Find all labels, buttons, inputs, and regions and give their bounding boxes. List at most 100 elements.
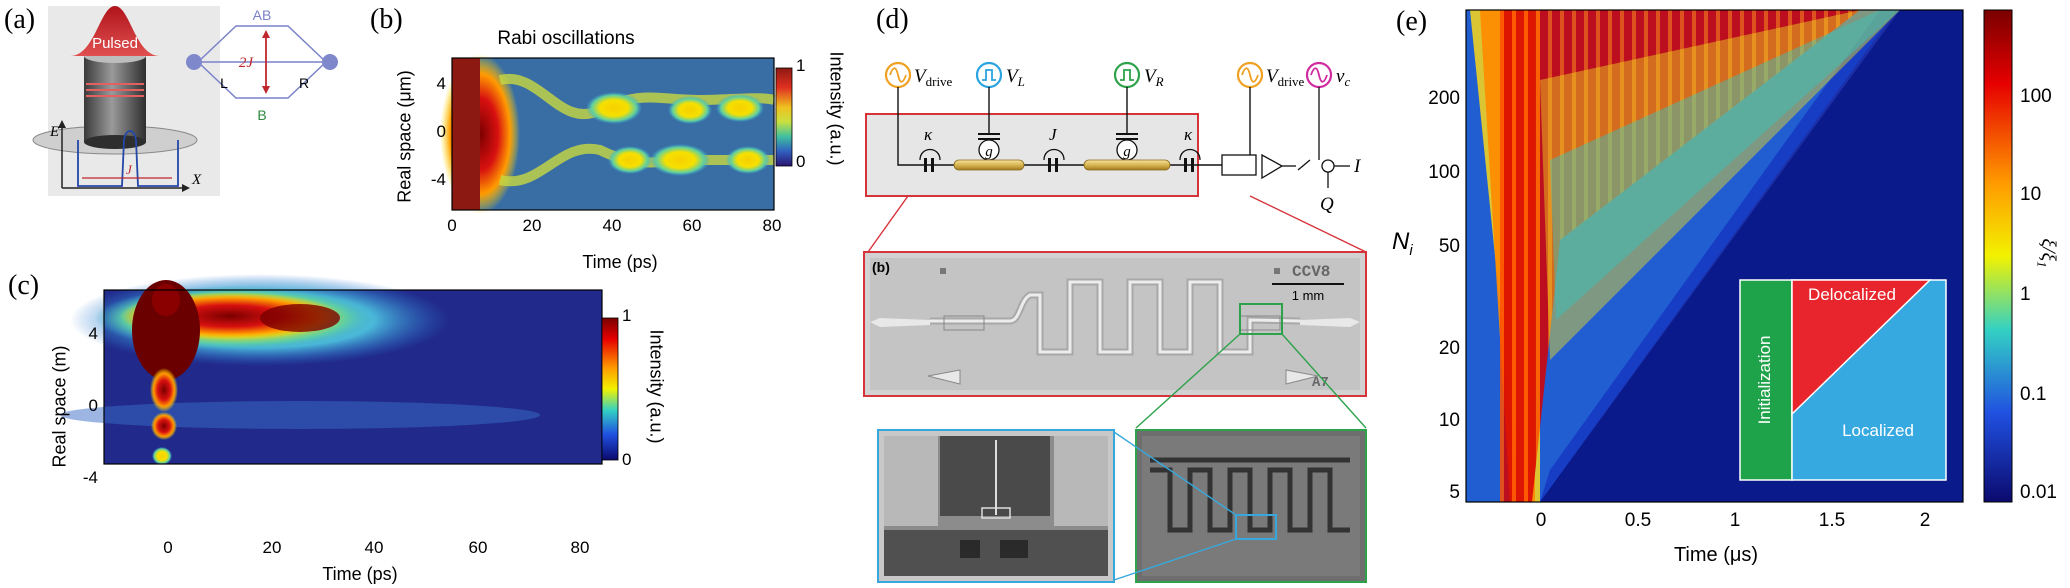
e-ytick: 10 <box>1438 410 1460 431</box>
rabi-lobe <box>608 146 652 174</box>
panel-label-c: (c) <box>8 270 40 301</box>
b-ytick: 0 <box>436 122 446 141</box>
c-cbar-label: Intensity (a.u.) <box>646 329 667 444</box>
chip-subfigure-label: (b) <box>872 259 890 275</box>
splitting-label: 2J <box>239 55 255 71</box>
amplifier <box>1261 153 1284 180</box>
chip-id: CCV8 <box>1292 263 1330 281</box>
c-ytick: 4 <box>88 324 98 343</box>
c-ytick: 0 <box>88 396 98 415</box>
e-cbar-tick: 0.1 <box>2020 384 2047 405</box>
position-axis-arrow <box>182 184 190 192</box>
c-xtick: 60 <box>468 538 488 557</box>
energy-axis-arrow <box>58 120 66 128</box>
rabi-lobe <box>726 146 770 174</box>
e-ytick: 5 <box>1449 482 1460 503</box>
output-i-label: I <box>1353 156 1362 177</box>
circuit-box <box>865 113 1199 197</box>
bonding-path-bottom <box>197 61 327 99</box>
rabi-colorbar <box>775 67 793 167</box>
panel-a: Pulsed E X J AB B L R 2J <box>32 6 338 196</box>
e-cbar-tick: 1 <box>2020 284 2031 305</box>
node-l <box>186 54 202 70</box>
kappa-left-label: κ <box>924 125 933 144</box>
source-v-r <box>1113 61 1141 89</box>
svg-text:g: g <box>1123 144 1131 160</box>
svg-text:g: g <box>985 144 993 160</box>
c-ylabel: Real space (m) <box>49 345 70 468</box>
panel-label-b: (b) <box>370 4 403 35</box>
pulsed-label: Pulsed <box>92 35 138 52</box>
feedline-right <box>1300 318 1360 327</box>
b-xtick: 0 <box>447 216 457 235</box>
b-ytick: -4 <box>430 170 446 189</box>
propagation-colorbar <box>601 317 619 461</box>
b-xtick: 20 <box>522 216 542 235</box>
mixer <box>1321 159 1335 173</box>
node-b-label: B <box>257 107 266 123</box>
source-label-v-r: VR <box>1144 66 1164 89</box>
rabi-lobe <box>668 96 712 124</box>
panel-label-e: (e) <box>1396 6 1428 37</box>
e-xtick: 0 <box>1535 510 1547 531</box>
interdigital-capacitor-left <box>943 315 985 331</box>
e-xtick: 1.5 <box>1818 510 1846 531</box>
source-spot <box>132 280 200 380</box>
resonator-right <box>1083 159 1171 171</box>
capacitors <box>924 158 1194 172</box>
zoom-region-green <box>1239 303 1283 335</box>
b-xtick: 60 <box>682 216 702 235</box>
rabi-lobe <box>650 144 710 176</box>
source-nu-c <box>1305 61 1333 89</box>
panel-d: Vdrive VL VR Vdrive νc g g κ J κ <box>863 61 1367 583</box>
source-label-v-l: VL <box>1006 66 1025 89</box>
b-ytick: 4 <box>436 74 446 93</box>
panel-label-a: (a) <box>4 4 36 35</box>
bonding-path-top <box>197 25 327 63</box>
source-v-l <box>975 61 1003 89</box>
e-ylabel: Ni <box>1392 228 1413 259</box>
source-label-v-drive-2: Vdrive <box>1266 66 1305 89</box>
node-r-label: R <box>299 75 309 91</box>
tunnel-coupling-label: J <box>126 162 133 177</box>
c-cbar-tick: 0 <box>622 450 632 469</box>
phase-diagram-inset: Initialization Delocalized Localized <box>1739 279 1947 481</box>
j-coupling-label: J <box>1049 125 1058 144</box>
inset-delocalized-label: Delocalized <box>1808 285 1896 304</box>
secondary-spot <box>150 368 178 412</box>
micropillar <box>84 56 146 142</box>
c-xtick: 80 <box>570 538 590 557</box>
lower-trail <box>60 401 540 429</box>
interdigital-fingers <box>1150 457 1350 533</box>
panel-c <box>60 274 619 465</box>
rabi-lobe <box>716 94 764 122</box>
inset-delocalized <box>1791 279 1932 416</box>
source-v-drive-2 <box>1236 61 1264 89</box>
double-well-potential <box>77 130 179 187</box>
rabi-lobe <box>586 92 642 124</box>
inset-localized-label: Localized <box>1842 421 1914 440</box>
source-label-nu-c: νc <box>1336 66 1350 89</box>
b-ylabel: Real space (μm) <box>394 70 415 203</box>
b-xtick: 40 <box>602 216 622 235</box>
kappa-right-label: κ <box>1184 125 1193 144</box>
b-cbar-tick: 0 <box>796 152 806 171</box>
e-ytick: 50 <box>1438 236 1460 257</box>
c-xlabel: Time (ps) <box>322 564 398 584</box>
c-xtick: 0 <box>163 538 173 557</box>
circulator <box>1221 154 1257 176</box>
c-ytick: -4 <box>82 468 98 487</box>
panel-e: Initialization Delocalized Localized <box>1465 9 2013 503</box>
node-ab-label: AB <box>253 7 272 23</box>
e-cbar-label: ξ/ξ1 <box>2034 238 2060 268</box>
b-xlabel: Time (ps) <box>582 252 658 272</box>
e-xtick: 2 <box>1919 510 1931 531</box>
source-v-drive-1 <box>884 61 912 89</box>
output-q-label: Q <box>1320 194 1334 215</box>
secondary-spot <box>151 412 177 440</box>
position-axis-label: X <box>191 172 202 188</box>
b-cbar-label: Intensity (a.u.) <box>826 51 847 166</box>
resonator-left <box>953 159 1025 171</box>
e-cbar-tick: 10 <box>2020 184 2042 205</box>
